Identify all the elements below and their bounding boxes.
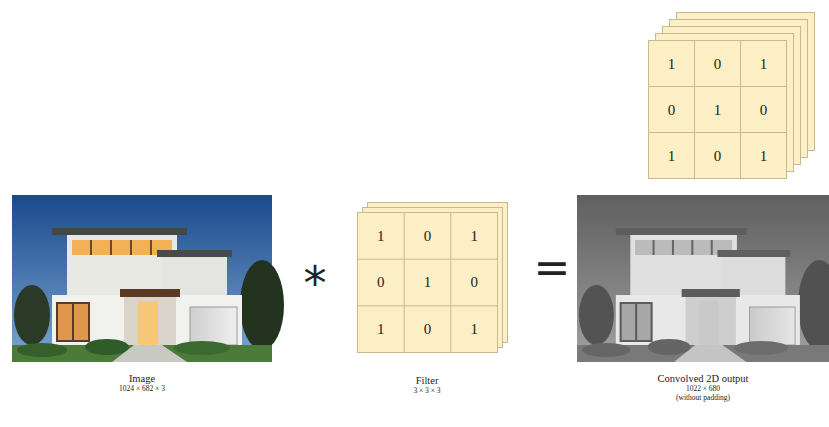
- house-photo: [12, 195, 284, 362]
- caption-title: Filter: [357, 375, 497, 387]
- matrix-cell: 0: [424, 322, 432, 337]
- dimension-note: 1022 × 680: [577, 385, 829, 394]
- caption-title: Image: [12, 373, 272, 385]
- matrix-cell: 0: [424, 228, 432, 243]
- matrix-cell: 0: [668, 102, 676, 117]
- output-image: Convolved 2D output1022 × 680(without pa…: [577, 195, 829, 362]
- matrix-cell: 1: [470, 322, 478, 337]
- dimension-note: 3 × 3 × 3: [357, 387, 497, 396]
- grayscale-photo: [577, 195, 829, 362]
- dimension-note: 1024 × 682 × 3: [12, 385, 272, 394]
- filter-stack: [358, 203, 508, 353]
- matrix-cell: 0: [760, 102, 768, 117]
- caption-block: Filter3 × 3 × 3: [357, 375, 497, 396]
- caption-block: Convolved 2D output1022 × 680(without pa…: [577, 373, 829, 402]
- matrix-cell: 0: [470, 275, 478, 290]
- matrix-cell: 1: [377, 228, 385, 243]
- equals-sign: =: [534, 246, 571, 290]
- input-image: Image1024 × 682 × 3: [12, 195, 272, 362]
- matrix-cell: 1: [424, 275, 432, 290]
- caption-title: Convolved 2D output: [577, 373, 829, 385]
- matrix-cell: 1: [668, 148, 676, 163]
- filter-bank-stack: [649, 13, 815, 179]
- caption-block: Image1024 × 682 × 3: [12, 373, 272, 394]
- matrix-cell: 0: [714, 148, 722, 163]
- matrix-cell: 1: [760, 56, 768, 71]
- dimension-note: (without padding): [577, 394, 829, 403]
- matrix-cell: 1: [668, 56, 676, 71]
- matrix-cell: 1: [470, 228, 478, 243]
- matrix-cell: 1: [714, 102, 722, 117]
- matrix-cell: 1: [377, 322, 385, 337]
- matrix-cell: 1: [760, 148, 768, 163]
- matrix-cell: 0: [377, 275, 385, 290]
- convolution-operator: *: [304, 260, 327, 306]
- matrix-cell: 0: [714, 56, 722, 71]
